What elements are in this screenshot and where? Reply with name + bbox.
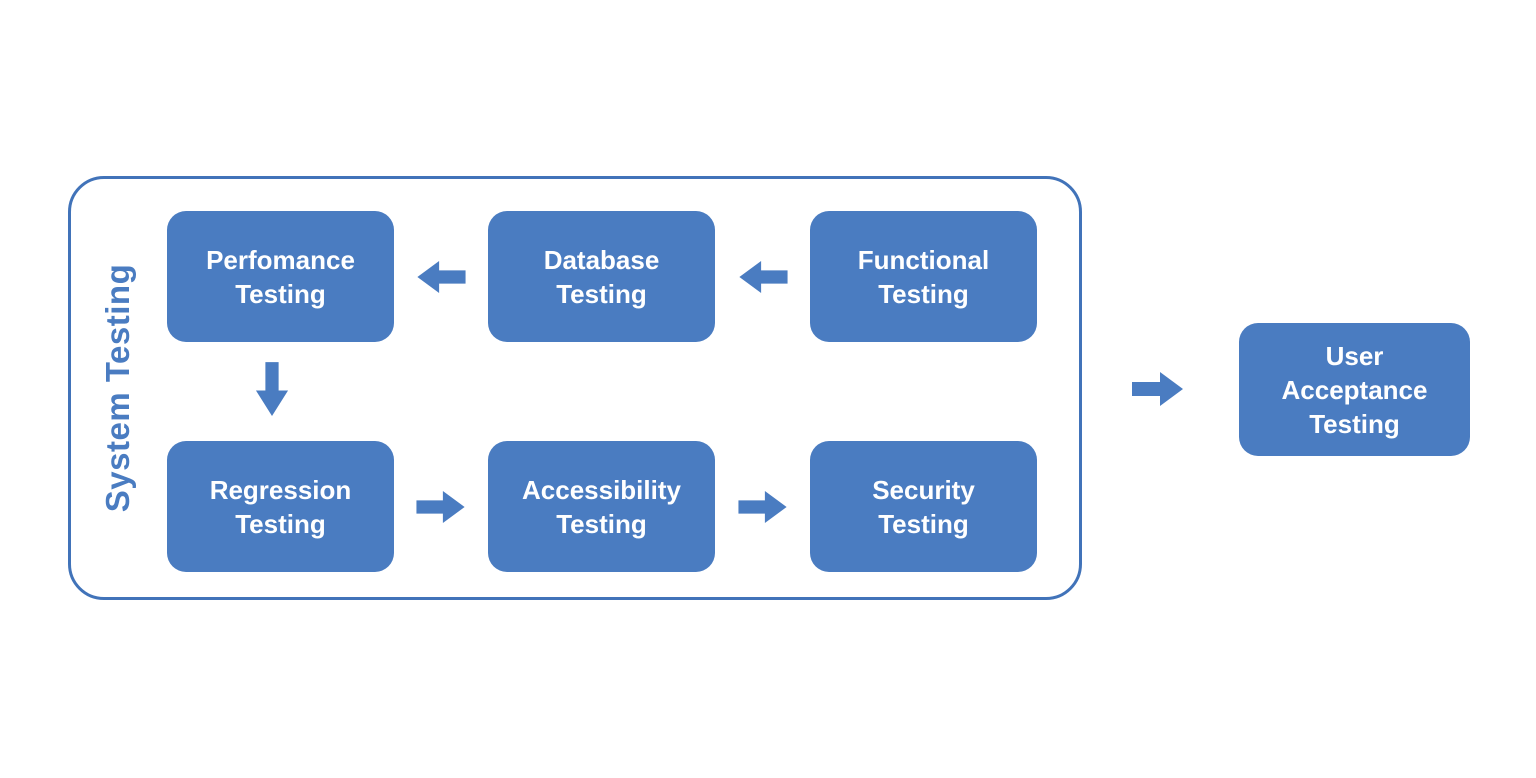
arrow-right-icon [738, 490, 788, 524]
arrow-down-icon [255, 362, 289, 417]
node-functional-testing-label: Functional Testing [857, 244, 990, 309]
node-user-acceptance-testing: User Acceptance Testing [1239, 323, 1470, 456]
node-regression-testing-label: Regression Testing [209, 474, 352, 539]
arrow-left-icon [738, 260, 788, 294]
node-database-testing-label: Database Testing [543, 244, 660, 309]
node-security-testing: Security Testing [810, 441, 1037, 572]
node-database-testing: Database Testing [488, 211, 715, 342]
system-testing-label: System Testing [99, 263, 136, 513]
node-perfomance-testing: Perfomance Testing [167, 211, 394, 342]
node-accessibility-testing-label: Accessibility Testing [522, 474, 681, 539]
arrow-right-icon [1132, 371, 1184, 407]
node-perfomance-testing-label: Perfomance Testing [206, 244, 355, 309]
node-regression-testing: Regression Testing [167, 441, 394, 572]
node-security-testing-label: Security Testing [872, 474, 975, 539]
node-accessibility-testing: Accessibility Testing [488, 441, 715, 572]
node-functional-testing: Functional Testing [810, 211, 1037, 342]
arrow-left-icon [416, 260, 466, 294]
system-testing-label-wrap: System Testing [82, 176, 154, 600]
node-user-acceptance-testing-label: User Acceptance Testing [1281, 340, 1428, 439]
arrow-right-icon [416, 490, 466, 524]
